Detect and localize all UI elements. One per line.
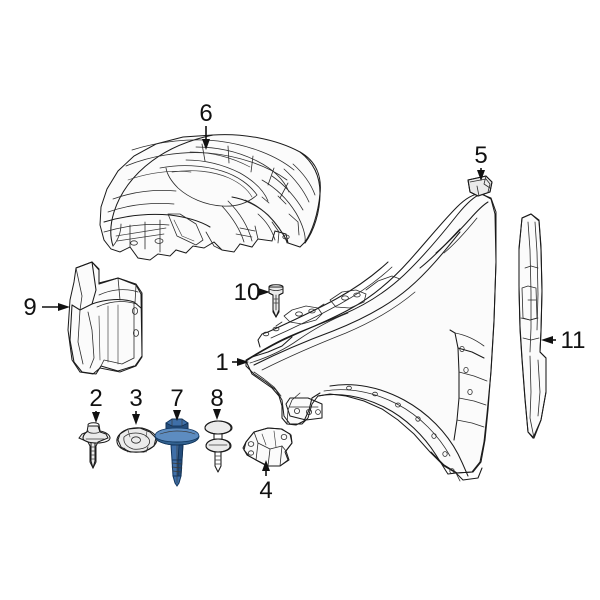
callout-9[interactable]: 9 [23,294,70,321]
part-6-wheelhouse-liner[interactable] [99,134,321,261]
callout-3[interactable]: 3 [129,385,143,425]
part-8-push-pin-retainer[interactable] [204,420,233,473]
callout-10[interactable]: 10 [234,279,270,306]
callout-8-label: 8 [210,385,223,412]
callout-3-label: 3 [129,385,142,412]
callout-9-label: 9 [23,294,36,321]
part-11-fender-molding-trim[interactable] [518,213,547,439]
part-1-fender-panel[interactable] [245,193,497,482]
callout-5-label: 5 [474,142,487,169]
part-10-push-in-fastener[interactable] [268,284,284,318]
callout-2-label: 2 [89,385,102,412]
callout-8[interactable]: 8 [210,385,224,420]
callout-1-label: 1 [215,349,228,376]
callout-4[interactable]: 4 [259,460,273,504]
part-4-fender-bracket[interactable] [242,427,293,467]
callout-6[interactable]: 6 [199,100,213,150]
callout-5[interactable]: 5 [474,142,488,181]
part-9-front-splash-shield[interactable] [67,261,143,375]
callout-6-label: 6 [199,100,212,127]
part-3-retainer-clip[interactable] [116,427,158,453]
part-5-upper-seal-bumper[interactable] [467,175,493,197]
callout-11[interactable]: 11 [541,327,585,354]
callout-11-label: 11 [561,327,586,354]
callout-7-label: 7 [170,385,183,412]
callout-4-label: 4 [259,477,272,504]
callout-10-label: 10 [234,279,261,306]
part-7-fender-mounting-bolt[interactable] [154,418,200,487]
part-2-screw-and-washer-assembly[interactable] [78,422,111,470]
callout-1[interactable]: 1 [215,349,249,376]
callout-2[interactable]: 2 [89,385,103,423]
callout-7[interactable]: 7 [170,385,184,421]
